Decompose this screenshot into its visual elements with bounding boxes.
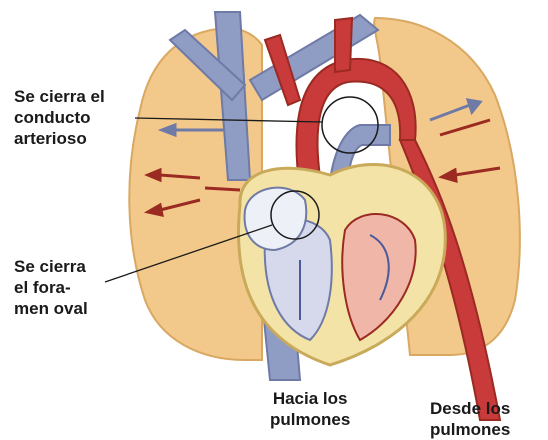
from-lungs-label: Desde los pulmones (430, 398, 510, 440)
carotid-artery (335, 18, 352, 72)
foramen-ovale-label: Se cierra el fora- men oval (14, 256, 88, 319)
ductus-arteriosus-label: Se cierra el conducto arterioso (14, 86, 105, 149)
to-lungs-label: Hacia los pulmones (270, 388, 350, 430)
